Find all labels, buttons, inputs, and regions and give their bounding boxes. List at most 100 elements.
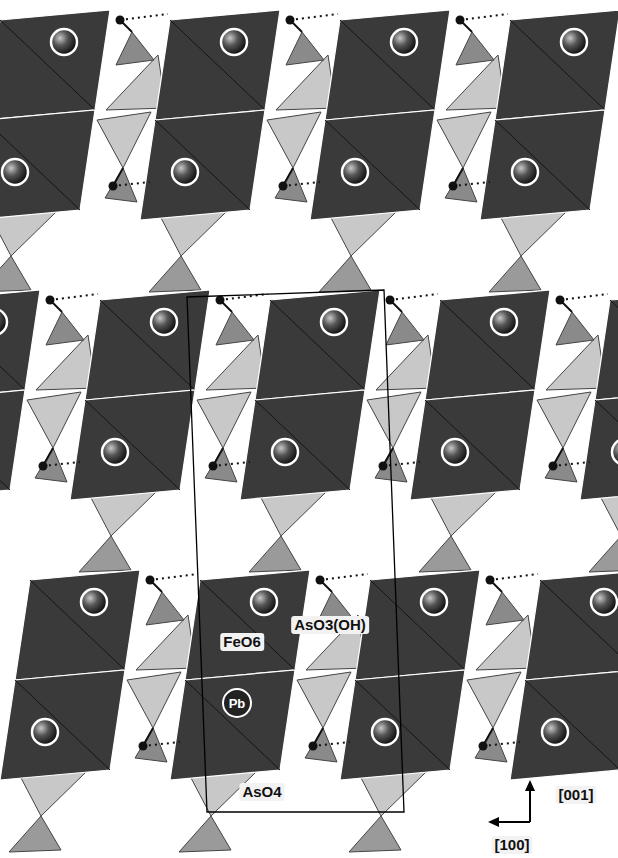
feo6-octahedron (0, 390, 25, 500)
aso4-tetrahedron (249, 536, 301, 572)
hydrogen-bond (553, 462, 590, 466)
hydrogen-bond (150, 574, 198, 580)
octahedron-edge (440, 300, 535, 390)
feo6-octahedron (495, 10, 618, 120)
aso4-tetrahedron (149, 256, 201, 292)
aso3oh-tetrahedron (206, 335, 266, 390)
aso3oh-tetrahedron (286, 32, 324, 65)
hydrogen-atom (209, 462, 218, 471)
hydrogen-bond (383, 462, 420, 466)
octahedron-edge (0, 120, 80, 210)
hydrogen-bond (143, 742, 180, 746)
pb-atom (2, 159, 28, 185)
hydrogen-bond (390, 294, 438, 300)
octahedron-edge (325, 120, 420, 210)
octahedron-edge (510, 20, 605, 110)
hydrogen-bond (120, 14, 168, 20)
aso3oh-tetrahedron (537, 392, 591, 448)
arrow-head (525, 780, 535, 791)
hydrogen-atom (309, 742, 318, 751)
hydrogen-bond (320, 574, 368, 580)
unit-cell (187, 290, 404, 812)
feo6-octahedron (595, 290, 618, 400)
aso3oh-tetrahedron (386, 312, 424, 345)
aso3oh-tetrahedron (546, 335, 606, 390)
atom-label-circle: Pb (222, 688, 252, 718)
atom-label: Pb (229, 696, 246, 711)
aso3oh-tetrahedron (445, 168, 477, 202)
hydrogen-atom (456, 16, 465, 25)
octahedron-edge (30, 580, 125, 670)
aso3oh-tetrahedron (205, 448, 237, 482)
pb-atom (342, 159, 368, 185)
feo6-octahedron (85, 290, 210, 400)
hydrogen-atom (556, 296, 565, 305)
feo6-octahedron (0, 670, 125, 780)
pb-atom (491, 309, 517, 335)
aso3oh-tetrahedron (106, 55, 166, 110)
octahedron-edge (540, 580, 618, 670)
aso4-tetrahedron (489, 256, 541, 292)
hydrogen-atom (549, 462, 558, 471)
pb-atom (102, 439, 128, 465)
octahedron-edge (100, 300, 195, 390)
feo6-octahedron (140, 110, 265, 220)
hydrogen-atom (146, 576, 155, 585)
pb-atom (151, 309, 177, 335)
octahedron-edge (495, 120, 590, 210)
aso3oh-tetrahedron (437, 112, 491, 168)
hydrogen-atom (386, 296, 395, 305)
formula-label: AsO4 (239, 783, 284, 801)
feo6-octahedron (480, 110, 605, 220)
octahedron-edge (425, 400, 520, 490)
pb-atom (591, 589, 617, 615)
hydrogen-bond (290, 14, 338, 20)
hydrogen-bond (483, 742, 520, 746)
axis-label: [001] (555, 786, 596, 804)
pb-atom (172, 159, 198, 185)
aso4-tetrahedron (79, 536, 131, 572)
axis-line (496, 821, 530, 823)
pb-atom (512, 159, 538, 185)
octahedron-edge (155, 120, 250, 210)
feo6-octahedron (240, 390, 365, 500)
hydrogen-bond (283, 182, 320, 186)
aso4-tetrahedron (0, 256, 31, 292)
octahedron-edge (85, 400, 180, 490)
aso3oh-tetrahedron (446, 55, 506, 110)
hydrogen-bond (490, 574, 538, 580)
hydrogen-bond (113, 182, 150, 186)
aso3oh-tetrahedron (146, 592, 184, 625)
feo6-octahedron (410, 390, 535, 500)
hydrogen-bond (453, 182, 490, 186)
feo6-octahedron (155, 10, 280, 120)
octahedron-edge (15, 680, 110, 770)
pb-atom (612, 439, 618, 465)
pb-atom (561, 29, 587, 55)
aso3oh-tetrahedron (35, 448, 67, 482)
aso3oh-tetrahedron (267, 112, 321, 168)
aso4-tetrahedron (319, 256, 371, 292)
aso3oh-tetrahedron (367, 392, 421, 448)
hydrogen-bond (560, 294, 608, 300)
aso4-tetrahedron (419, 536, 471, 572)
arrow-head (488, 817, 499, 827)
hydrogen-atom (316, 576, 325, 585)
hydrogen-atom (379, 462, 388, 471)
aso3oh-tetrahedron (27, 392, 81, 448)
hydrogen-bond (313, 742, 350, 746)
hydrogen-atom (279, 182, 288, 191)
hydrogen-atom (109, 182, 118, 191)
feo6-octahedron (70, 390, 195, 500)
aso3oh-tetrahedron (305, 728, 337, 762)
pb-atom (32, 719, 58, 745)
feo6-octahedron (0, 110, 95, 220)
octahedron-edge (525, 680, 618, 770)
pb-atoms-layer (0, 29, 618, 745)
octahedron-edge (0, 20, 95, 110)
tetrahedra-layer (0, 32, 618, 852)
hydrogen-atom (46, 296, 55, 305)
feo6-octahedron (355, 570, 480, 680)
